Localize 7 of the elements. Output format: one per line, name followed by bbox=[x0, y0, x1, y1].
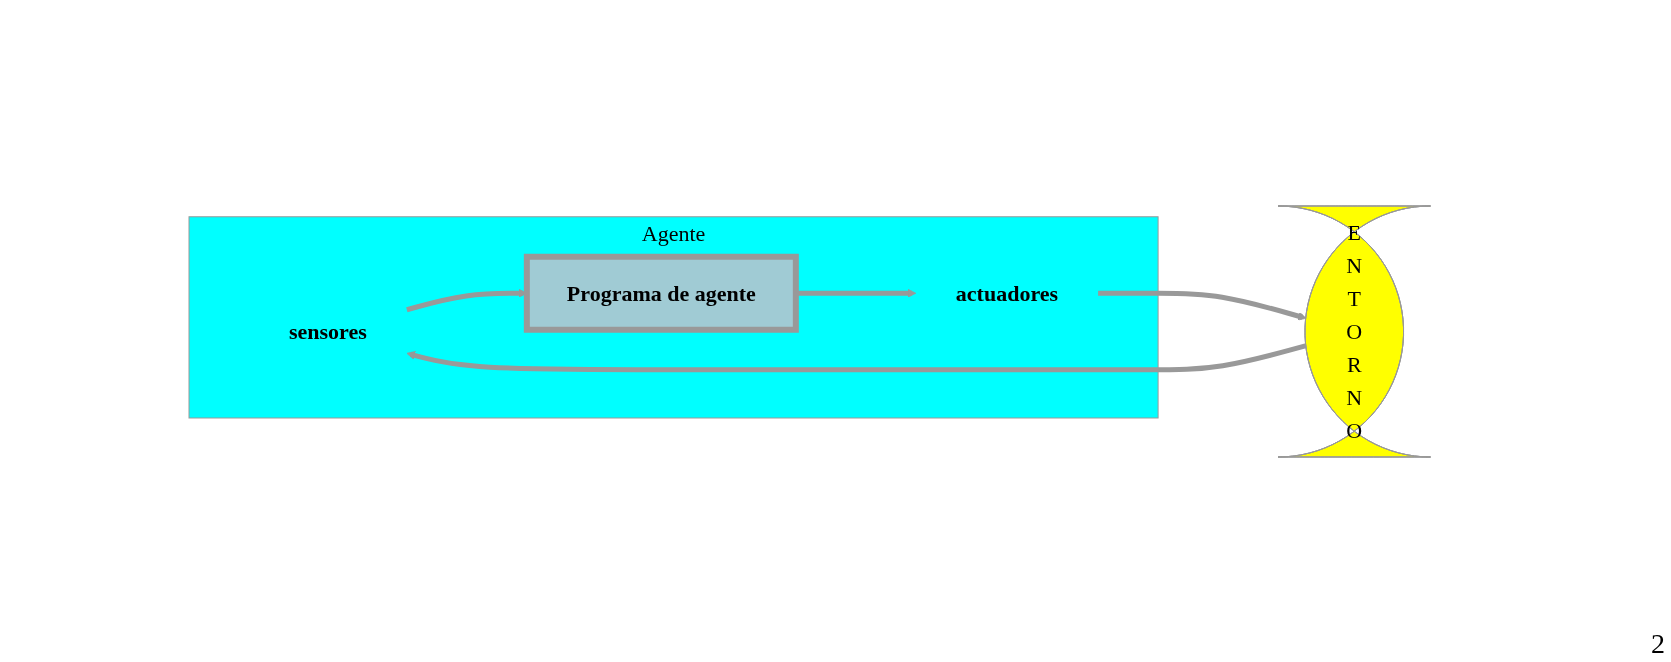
node-box: Programa de agente bbox=[524, 253, 800, 333]
arrow bbox=[406, 342, 1308, 372]
node-text: sensores bbox=[289, 318, 368, 344]
arrow bbox=[796, 288, 917, 298]
node-text: actuadores bbox=[956, 280, 1059, 306]
arrow bbox=[1098, 290, 1307, 320]
page-number: 2 bbox=[1651, 628, 1665, 660]
